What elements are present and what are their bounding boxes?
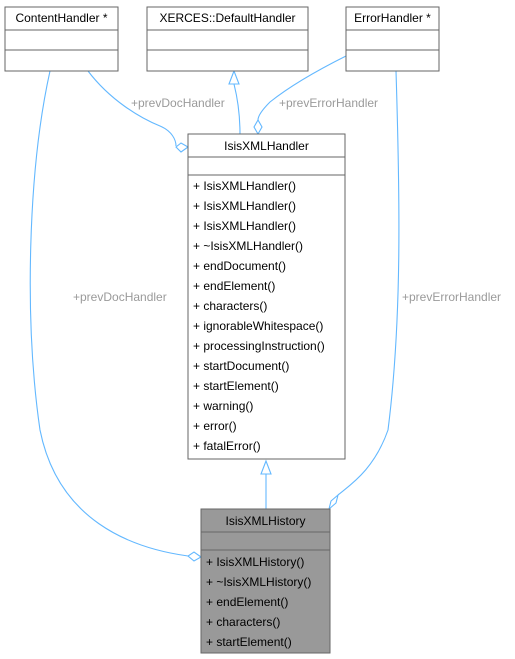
aggregation-diamond-history-doc (187, 551, 203, 562)
class-name: ErrorHandler * (354, 11, 431, 25)
aggregation-diamond-history-error (328, 493, 339, 511)
method-list: + IsisXMLHandler() + IsisXMLHandler() + Is… (193, 179, 325, 453)
method-item: + IsisXMLHandler() (193, 199, 296, 213)
class-box-isis-xml-handler: IsisXMLHandler + IsisXMLHandler()+ IsisX… (187, 133, 346, 460)
method-item: + startElement() (206, 635, 292, 649)
method-item: + IsisXMLHistory() (206, 555, 304, 569)
method-item: + ~IsisXMLHistory() (206, 575, 311, 589)
edge-label-prev-doc-handler: +prevDocHandler (131, 96, 225, 110)
method-item: + endElement() (206, 595, 288, 609)
method-item: + IsisXMLHandler() (193, 179, 296, 193)
inheritance-arrow-default (228, 69, 240, 85)
class-name: ContentHandler * (15, 11, 107, 25)
class-box-content-handler: ContentHandler * (4, 6, 119, 72)
edge-label-prev-error-handler: +prevErrorHandler (279, 96, 378, 110)
class-name: IsisXMLHandler (224, 139, 309, 153)
method-item: + ~IsisXMLHandler() (193, 239, 303, 253)
method-item: + warning() (193, 399, 253, 413)
edge-default-to-handler (233, 83, 241, 135)
edge-error-to-history (337, 70, 400, 496)
edge-label-prev-error-handler-long: +prevErrorHandler (402, 290, 501, 304)
method-item: + endDocument() (193, 259, 286, 273)
edge-label-prev-doc-handler-long: +prevDocHandler (73, 290, 167, 304)
method-item: + startElement() (193, 379, 279, 393)
edge-content-to-handler (87, 70, 177, 147)
inheritance-arrow-handler (260, 459, 272, 475)
class-name: XERCES::DefaultHandler (159, 11, 295, 25)
method-item: + characters() (193, 299, 267, 313)
method-item: + processingInstruction() (193, 339, 325, 353)
aggregation-diamond-handler-error (253, 118, 263, 136)
method-item: + error() (193, 419, 237, 433)
method-item: + characters() (206, 615, 280, 629)
method-item: + ignorableWhitespace() (193, 319, 323, 333)
aggregation-diamond-handler-doc (175, 142, 190, 153)
method-list: + IsisXMLHistory() + ~IsisXMLHistory() + e… (206, 555, 311, 649)
class-box-default-handler: XERCES::DefaultHandler (146, 6, 309, 72)
method-item: + fatalError() (193, 439, 261, 453)
class-box-error-handler: ErrorHandler * (345, 6, 440, 72)
method-item: + endElement() (193, 279, 275, 293)
method-item: + IsisXMLHandler() (193, 219, 296, 233)
method-item: + startDocument() (193, 359, 289, 373)
edge-error-to-handler (257, 55, 347, 121)
edge-content-to-history (29, 70, 189, 557)
class-name: IsisXMLHistory (225, 514, 305, 528)
class-box-isis-xml-history: IsisXMLHistory + IsisXMLHistory() + ~Isis… (200, 508, 331, 654)
